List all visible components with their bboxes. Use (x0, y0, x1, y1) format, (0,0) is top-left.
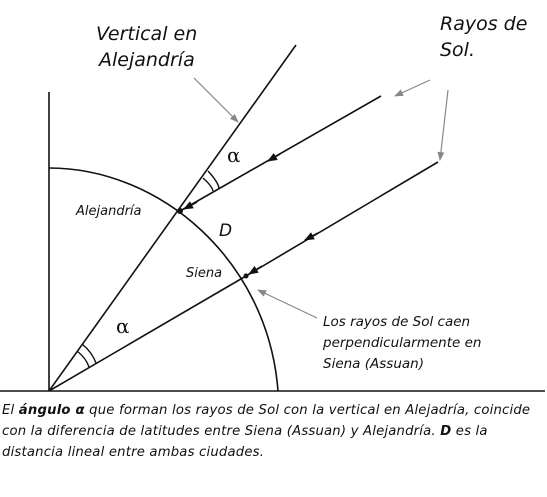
alexandria-label: Alejandría (75, 204, 142, 219)
angle-arc-top-1 (207, 170, 220, 189)
vertical-label-line2: Alejandría (97, 49, 195, 71)
siena-note-line3: Siena (Assuan) (323, 356, 424, 372)
ray-arrow-4 (248, 265, 263, 275)
vertical-label-line1: Vertical en (96, 23, 197, 45)
pointer-siena-note (257, 289, 318, 319)
pointer-rays-1 (394, 79, 431, 97)
rays-label-line1: Rayos de (440, 13, 527, 35)
caption-bold-angle: ángulo α (18, 403, 85, 418)
ray-arrow-1 (267, 153, 281, 162)
distance-label: D (219, 221, 232, 241)
ray-arrow-2 (183, 201, 198, 210)
siena-note-line1: Los rayos de Sol caen (323, 314, 470, 330)
sun-ray-alexandria (179, 95, 382, 212)
angle-arc-center-2 (76, 350, 90, 368)
siena-radius-line (48, 275, 247, 392)
caption: El ángulo α que forman los rayos de Sol … (2, 400, 542, 463)
caption-part-1: El (2, 403, 19, 418)
caption-bold-d: D (440, 424, 452, 439)
siena-note-line2: perpendicularmente en (322, 335, 482, 351)
caption-part-3: es la distancia lineal entre ambas ciuda… (2, 424, 488, 460)
angle-arc-top-2 (202, 177, 214, 192)
alexandria-vertical-line (48, 44, 297, 392)
siena-point (243, 273, 249, 279)
pointer-vertical-label (193, 77, 239, 123)
ray-arrow-3 (304, 232, 319, 241)
pointer-rays-2 (437, 89, 449, 161)
alpha-top-label: α (227, 143, 241, 167)
alpha-center-label: α (116, 314, 130, 338)
rays-label-line2: Sol. (440, 39, 475, 61)
siena-label: Siena (186, 266, 222, 281)
sun-ray-siena (245, 161, 439, 277)
earth-arc (48, 167, 279, 392)
caption-part-2: que forman los rayos de Sol con la verti… (2, 403, 531, 439)
alexandria-point (177, 208, 183, 214)
angle-arc-center-1 (81, 343, 97, 364)
